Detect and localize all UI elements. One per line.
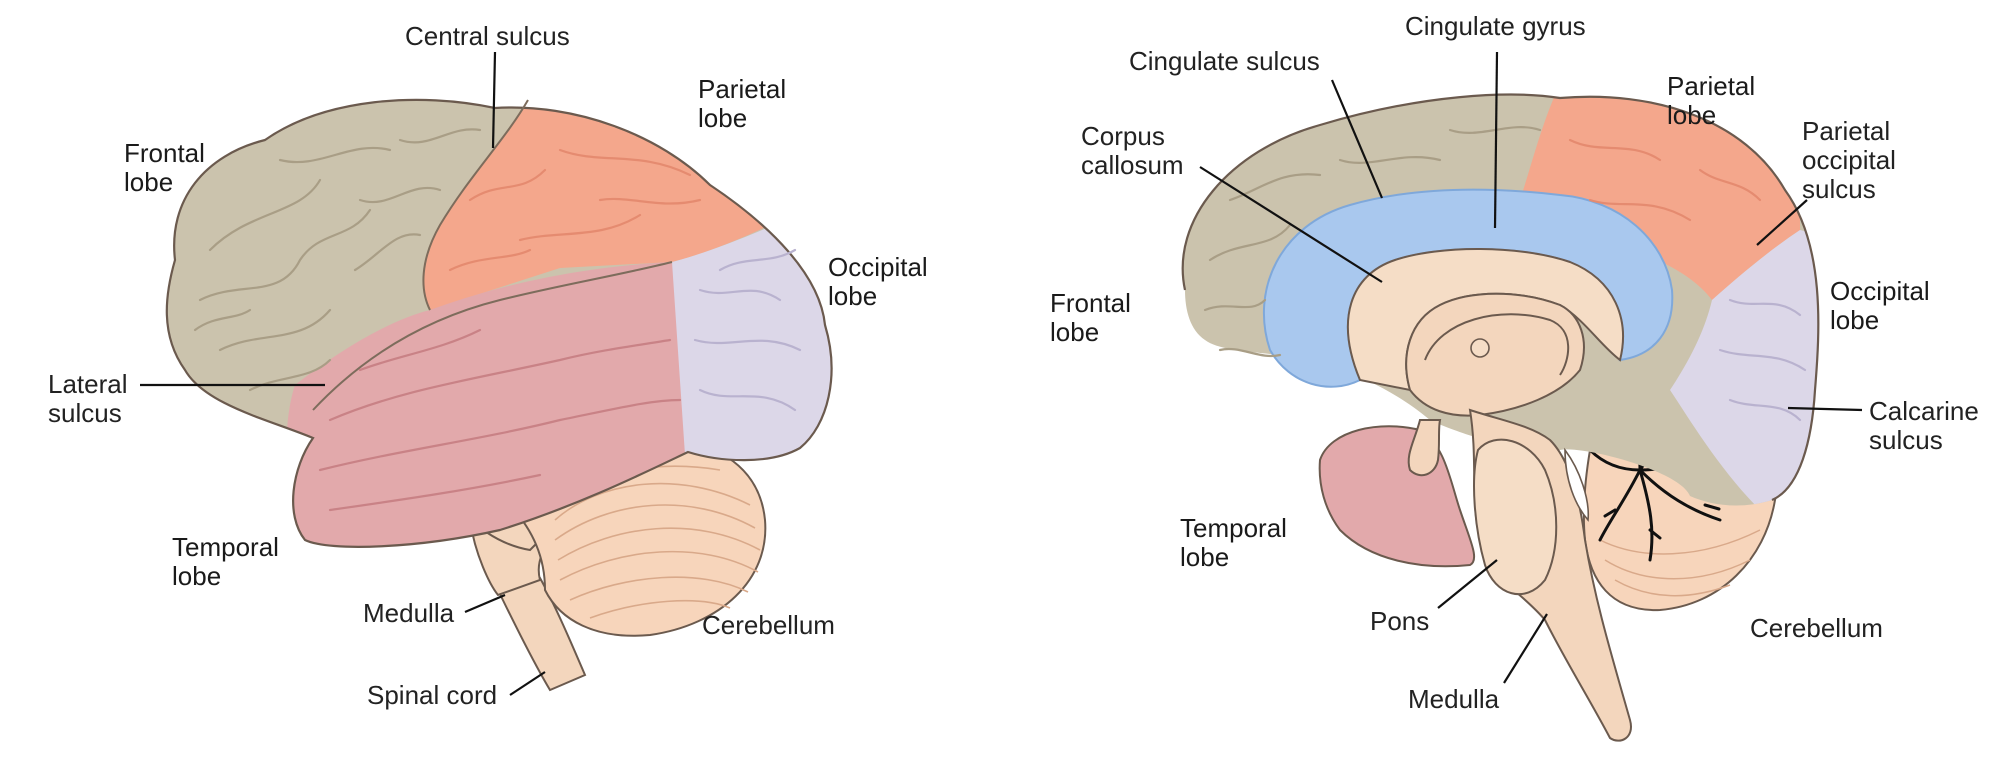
lateral-frontal-gyri (193, 128, 482, 392)
lateral-brain-view: Central sulcus Parietal lobe Frontal lob… (48, 21, 935, 710)
leader-lateral-medulla (464, 593, 506, 614)
label-line: Corpus (1081, 121, 1165, 151)
label-corpus-callosum: Corpus callosum (1081, 121, 1184, 180)
label-line: lobe (698, 103, 747, 133)
medial-pituitary (1407, 419, 1442, 477)
leader-central-sulcus (491, 51, 497, 149)
leader-calcarine-sulcus (1787, 406, 1863, 412)
label-medial-parietal-lobe: Parietal lobe (1667, 71, 1762, 130)
label-line: occipital (1802, 145, 1896, 175)
label-line: Frontal (1050, 288, 1131, 318)
medial-parietal-lobe-region (1520, 94, 1800, 300)
label-line: lobe (124, 167, 173, 197)
label-line: callosum (1081, 150, 1184, 180)
label-cingulate-gyrus: Cingulate gyrus (1405, 11, 1586, 41)
leader-medial-medulla (1503, 613, 1548, 684)
leader-cingulate-sulcus (1330, 79, 1384, 199)
label-lateral-cerebellum: Cerebellum (702, 610, 835, 640)
label-line: Parietal (698, 74, 786, 104)
label-line: Temporal (172, 532, 279, 562)
label-lateral-parietal-lobe: Parietal lobe (698, 74, 793, 133)
medial-frontal-gyri (1203, 126, 1542, 358)
label-medial-frontal-lobe: Frontal lobe (1050, 288, 1138, 347)
medial-intermediate-mass (1470, 338, 1490, 358)
label-line: lobe (1830, 305, 1879, 335)
medial-fourth-ventricle (1564, 447, 1590, 522)
label-line: Occipital (1830, 276, 1930, 306)
medial-pons-bulge (1473, 438, 1558, 596)
label-spinal-cord: Spinal cord (367, 680, 497, 710)
label-line: Parietal (1802, 116, 1890, 146)
label-lateral-occipital-lobe: Occipital lobe (828, 252, 935, 311)
label-line: sulcus (48, 398, 122, 428)
label-lateral-medulla: Medulla (363, 598, 455, 628)
label-line: Calcarine (1869, 396, 1979, 426)
label-central-sulcus: Central sulcus (405, 21, 570, 51)
label-line: lobe (1180, 542, 1229, 572)
label-lateral-sulcus: Lateral sulcus (48, 369, 135, 428)
medial-parietal-gyri (1568, 138, 1762, 222)
label-calcarine-sulcus: Calcarine sulcus (1869, 396, 1986, 455)
medial-occipital-lobe-region (1670, 230, 1819, 506)
label-medial-pons: Pons (1370, 606, 1429, 636)
label-line: Parietal (1667, 71, 1755, 101)
lateral-parietal-gyri (448, 148, 702, 272)
lateral-cerebrum-outline (165, 98, 833, 548)
label-line: Occipital (828, 252, 928, 282)
medial-fornix (1424, 313, 1570, 376)
label-medial-medulla: Medulla (1408, 684, 1500, 714)
label-line: lobe (172, 561, 221, 591)
label-line: Lateral (48, 369, 128, 399)
label-cingulate-sulcus: Cingulate sulcus (1129, 46, 1320, 76)
lateral-central-sulcus-groove (422, 99, 529, 311)
medial-cerebrum-outline (1181, 93, 1820, 502)
lateral-occipital-gyri (693, 248, 802, 412)
leader-spinal-cord (509, 671, 546, 696)
lateral-temporal-gyri (318, 328, 682, 512)
label-medial-occipital-lobe: Occipital lobe (1830, 276, 1937, 335)
leader-medial-pons (1437, 559, 1498, 609)
medial-brain-view: Cingulate gyrus Cingulate sulcus Parieta… (1050, 11, 1986, 742)
label-parietal-occipital-sulcus: Parietal occipital sulcus (1802, 116, 1903, 204)
label-medial-cerebellum: Cerebellum (1750, 613, 1883, 643)
label-medial-temporal-lobe: Temporal lobe (1180, 513, 1294, 572)
leader-cingulate-gyrus (1493, 51, 1499, 229)
label-line: Temporal (1180, 513, 1287, 543)
label-lateral-frontal-lobe: Frontal lobe (124, 138, 212, 197)
label-lateral-temporal-lobe: Temporal lobe (172, 532, 286, 591)
label-line: sulcus (1802, 174, 1876, 204)
label-line: lobe (1050, 317, 1099, 347)
medial-occipital-gyri (1718, 298, 1807, 422)
leader-corpus-callosum (1199, 166, 1383, 283)
label-line: lobe (828, 281, 877, 311)
label-line: lobe (1667, 100, 1716, 130)
lateral-sulcus-groove (312, 261, 673, 411)
label-line: sulcus (1869, 425, 1943, 455)
label-line: Frontal (124, 138, 205, 168)
lateral-temporal-lobe-region (286, 262, 685, 547)
medial-temporal-outline (1318, 425, 1476, 568)
leader-parietal-occipital-sulcus (1756, 199, 1808, 246)
lateral-cerebellum-folia (544, 465, 761, 619)
